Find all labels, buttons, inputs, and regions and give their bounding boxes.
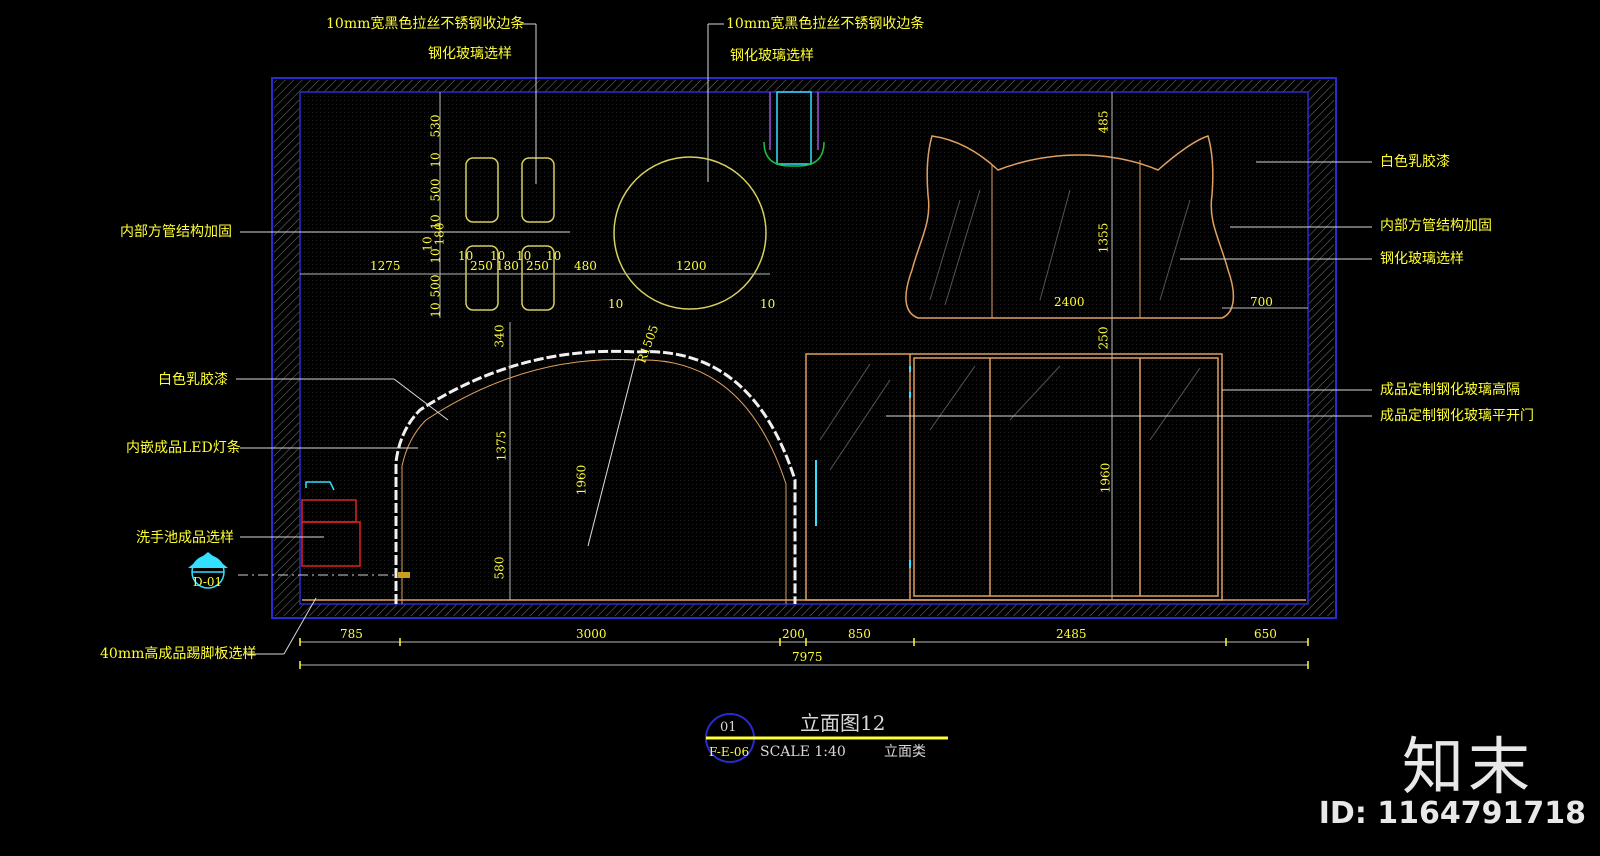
- label-glass-2: 钢化玻璃选样: [730, 48, 814, 64]
- watermark-id: ID: 1164791718: [1318, 796, 1586, 831]
- dim-window-v-10a: 10: [428, 152, 443, 168]
- label-skirting: 40mm高成品踢脚板选样: [100, 646, 257, 662]
- dim-door-height: 1960: [1098, 462, 1113, 494]
- dim-window-v-10d: 10: [428, 248, 443, 264]
- wash-basin: [301, 499, 361, 567]
- glass-partition: [805, 353, 1223, 601]
- label-glass-1: 钢化玻璃选样: [428, 46, 512, 62]
- label-reinforce-left: 内部方管结构加固: [120, 224, 232, 240]
- dim-arch-height: 1960: [574, 464, 589, 496]
- dim-window-10c: 10: [516, 249, 532, 263]
- dim-window-10d: 10: [546, 249, 562, 263]
- dim-window-10a: 10: [458, 249, 474, 263]
- dim-window-v-10e: 10: [428, 302, 443, 318]
- dim-circle-1200: 1200: [676, 259, 707, 273]
- dim-arch-580: 580: [492, 556, 507, 580]
- cat-glass-reflections: [929, 189, 1191, 306]
- small-windows: [465, 157, 555, 311]
- dim-bottom-2485: 2485: [1056, 627, 1087, 641]
- title-block-category: 立面类: [884, 744, 926, 760]
- dim-window-v-500a: 500: [428, 178, 443, 202]
- dim-window-v-180: 180: [432, 222, 447, 246]
- dim-bottom-650: 650: [1254, 627, 1277, 641]
- dim-bottom-850: 850: [848, 627, 871, 641]
- dim-bottom-3000: 3000: [576, 627, 607, 641]
- dim-window-250b: 250: [526, 259, 549, 273]
- basin-anchor: [398, 572, 410, 578]
- label-led-strip: 内嵌成品LED灯条: [126, 440, 241, 456]
- label-partition: 成品定制钢化玻璃高隔: [1380, 382, 1520, 398]
- dim-window-v-530: 530: [428, 114, 443, 138]
- dimension-lines: [300, 92, 1308, 666]
- wall-hatch-right: [1308, 92, 1334, 604]
- section-marker-sheet: D-01: [193, 575, 223, 589]
- dim-window-180: 180: [496, 259, 519, 273]
- dim-window-10b: 10: [490, 249, 506, 263]
- label-wash-basin: 洗手池成品选样: [136, 530, 234, 546]
- dim-circle-10-left: 10: [608, 297, 624, 311]
- dim-cat-485: 485: [1096, 110, 1111, 134]
- title-block-number: 01: [720, 720, 737, 735]
- section-marker: [188, 552, 228, 589]
- label-glass-right: 钢化玻璃选样: [1380, 251, 1464, 267]
- label-reinforce-right: 内部方管结构加固: [1380, 218, 1492, 234]
- dim-cat-250: 250: [1096, 326, 1111, 350]
- dim-bottom-200: 200: [782, 627, 805, 641]
- title-block-scale: SCALE 1:40: [760, 744, 846, 760]
- label-door: 成品定制钢化玻璃平开门: [1380, 408, 1534, 424]
- dim-cat-1355: 1355: [1096, 222, 1111, 254]
- wall-frame: [271, 77, 1337, 619]
- section-marker-number: 04: [200, 557, 214, 570]
- cat-window: [905, 135, 1235, 319]
- faucet: [305, 481, 335, 491]
- dim-window-480: 480: [574, 259, 597, 273]
- dimension-ticks: [299, 638, 1309, 669]
- label-trim-2: 10mm宽黑色拉丝不锈钢收边条: [726, 16, 925, 32]
- arch-doorway: [394, 349, 797, 604]
- dim-bottom-785: 785: [340, 627, 363, 641]
- wall-hatch-top: [274, 80, 1334, 92]
- title-block-sheet: F-E-06: [709, 745, 750, 759]
- label-paint-left: 白色乳胶漆: [158, 372, 228, 388]
- label-paint-right: 白色乳胶漆: [1380, 154, 1450, 170]
- dim-bottom-total: 7975: [792, 650, 823, 664]
- title-block-title: 立面图12: [800, 711, 886, 735]
- dim-window-1275: 1275: [370, 259, 401, 273]
- arch-radius-line: [587, 357, 637, 547]
- dim-cat-2400: 2400: [1054, 295, 1085, 309]
- wall-hatch-left: [274, 92, 300, 604]
- hanging-fixture: [763, 91, 825, 167]
- dim-cat-700: 700: [1250, 295, 1273, 309]
- dim-window-250a: 250: [470, 259, 493, 273]
- dim-window-v-500b: 500: [428, 274, 443, 298]
- dim-circle-10-right: 10: [760, 297, 776, 311]
- dim-arch-340: 340: [492, 324, 507, 348]
- leader-lines: [236, 23, 1372, 655]
- label-trim-1: 10mm宽黑色拉丝不锈钢收边条: [326, 16, 525, 32]
- title-block-graphic: [705, 713, 948, 763]
- watermark-logo: 知末: [1401, 730, 1534, 803]
- round-window: [613, 156, 767, 310]
- partition-glass-reflections: [819, 363, 1201, 471]
- dim-arch-1375: 1375: [494, 430, 509, 462]
- wall-hatch-bottom: [274, 604, 1334, 616]
